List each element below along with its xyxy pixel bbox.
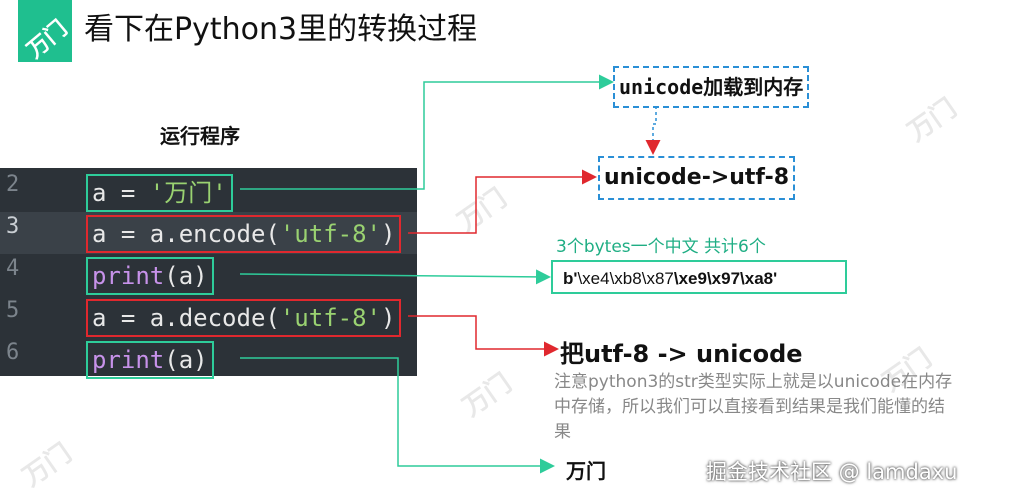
bytes-note: 3个bytes一个中文 共计6个 — [556, 237, 766, 257]
arrow-decode — [408, 315, 559, 357]
code-line: 6 print(a) — [0, 338, 417, 380]
byte-escape: \xb8 — [609, 269, 642, 288]
bytes-output: \xe4\xb8\x87\xe9\x97\xa8' — [577, 269, 778, 288]
code-text: a = a.encode('utf-8') — [86, 215, 402, 253]
decode-result: 万门 — [566, 459, 606, 483]
byte-escape: \xe9 — [673, 269, 707, 288]
byte-escape: \x87 — [641, 269, 674, 288]
code-line: 4 print(a) — [0, 254, 417, 296]
unicode-word: unicode — [619, 75, 704, 99]
code-line: 5 a = a.decode('utf-8') — [0, 296, 417, 338]
code-string: '万门' — [149, 179, 227, 207]
unicode-to-utf8-box: unicode->utf-8 — [598, 156, 796, 200]
brand-logo: 万门 — [18, 0, 72, 62]
code-line: 2 a = '万门' — [0, 170, 417, 212]
line-number: 4 — [6, 256, 20, 281]
code-line: 3 a = a.encode('utf-8') — [0, 212, 417, 254]
byte-escape: \xa8 — [740, 269, 774, 288]
code-text: print(a) — [86, 257, 214, 295]
line-number: 3 — [6, 214, 20, 239]
code-text: a = a.decode('utf-8') — [86, 299, 402, 337]
python3-note: 注意python3的str类型实际上就是以unicode在内存中存储，所以我们可… — [554, 372, 953, 442]
arrow-encode — [408, 169, 597, 234]
footer-watermark: 掘金技术社区 @ lamdaxu — [706, 460, 958, 484]
code-text: a = '万门' — [86, 174, 233, 212]
arrow-result — [240, 357, 555, 474]
unicode-memory-box: unicode加载到内存 — [613, 66, 810, 108]
code-text: print(a) — [86, 341, 214, 379]
load-memory-label: 加载到内存 — [703, 75, 804, 99]
line-number: 5 — [6, 298, 20, 323]
arrow-print-bytes — [239, 269, 551, 285]
byte-escape: \xe4 — [577, 269, 610, 288]
decode-title: 把utf-8 -> unicode — [560, 340, 803, 368]
slide-title: 看下在Python3里的转换过程 — [84, 12, 478, 47]
byte-escape: \x97 — [706, 269, 741, 288]
arrow-memory-to-utf8 — [645, 106, 661, 155]
code-editor: 2 a = '万门' 3 a = a.encode('utf-8') 4 pri… — [0, 168, 417, 379]
arrow-to-unicode-memory — [240, 74, 614, 190]
run-program-label: 运行程序 — [160, 124, 240, 148]
line-number: 6 — [6, 340, 20, 365]
line-number: 2 — [6, 172, 20, 197]
bytes-output-box: b'\xe4\xb8\x87\xe9\x97\xa8' — [551, 260, 847, 294]
